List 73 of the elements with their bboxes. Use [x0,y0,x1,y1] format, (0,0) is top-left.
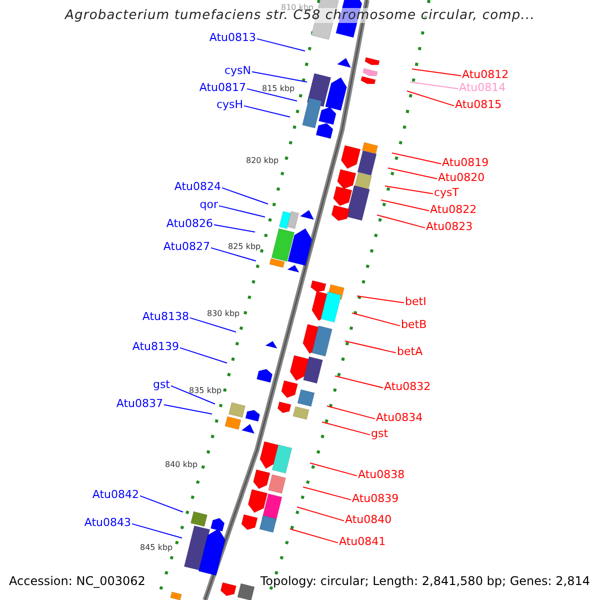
info-text: Accession: NC_003062 [9,574,146,588]
gene-label: Atu8139 [132,340,179,353]
gene-label: Atu0832 [384,380,431,393]
leader-line [252,71,308,82]
gene-label: gst [371,427,388,440]
position-label: 830 kbp [207,309,240,318]
leader-line [322,422,370,436]
gene-label: Atu0842 [92,488,139,501]
leader-line [384,186,434,194]
leader-line [326,406,376,420]
gene-label: Atu0826 [166,217,213,230]
gene-label: Atu0817 [199,81,246,94]
gene-label: Atu0815 [455,98,502,111]
gene-label: Atu0820 [438,171,485,184]
gene-label: cysH [216,98,243,111]
leader-line [190,317,236,332]
gene-label: Atu0839 [352,492,399,505]
gene-label: cysT [434,186,460,199]
gene-label: Atu0827 [163,240,210,253]
gene-label: Atu0813 [209,31,256,44]
gene-label: betA [397,345,423,358]
gene-label: Atu0822 [430,203,477,216]
leader-line [140,495,184,512]
gene-label: qor [200,198,218,211]
gene-label: cysN [224,64,251,77]
leader-line [356,296,404,304]
gene-label: gst [152,378,170,391]
gene-label: Atu0837 [116,397,163,410]
gene-label: Atu0841 [339,535,386,548]
position-label: 835 kbp [189,386,222,395]
leader-line [296,506,344,522]
leader-line [164,404,212,414]
position-label: 820 kbp [246,156,279,165]
leader-line [222,187,268,204]
position-label: 845 kbp [140,543,173,552]
gene-label: Atu0819 [442,156,489,169]
gene-label: Atu0814 [459,81,506,94]
position-label: 840 kbp [165,460,198,469]
gene-label: Atu0812 [462,68,509,81]
leader-line [256,38,306,52]
position-label: 815 kbp [262,84,295,93]
leader-line [388,168,438,180]
gene-label: Atu0840 [345,513,392,526]
leader-line [170,385,216,404]
leader-line [290,528,338,544]
leader-line [344,340,396,354]
leader-line [334,376,384,388]
gene-label: betI [405,295,426,308]
leader-line [302,486,352,500]
leader-line [380,200,430,212]
leader-line [310,462,358,476]
leader-line [218,205,266,218]
gene-label: Atu0843 [84,516,131,529]
leader-line [210,247,256,262]
gene-label: Atu0823 [426,220,473,233]
gene-label: Atu0838 [358,468,405,481]
gene-label: Atu0824 [174,180,221,193]
gene-label: Atu8138 [142,310,189,323]
leader-line [352,312,400,326]
leader-line [406,90,454,106]
gene-label: betB [401,318,427,331]
info-text: Topology: circular; Length: 2,841,580 bp; Genes: 2,814 [260,574,590,588]
leader-line [392,152,442,164]
position-label: 825 kbp [228,242,261,251]
leader-line [246,88,298,102]
leader-line [244,105,290,118]
leader-line [412,68,462,76]
leader-line [214,224,256,232]
leader-line [180,347,228,364]
leader-line [410,82,458,90]
gene-label: Atu0834 [376,411,423,424]
leader-line [132,523,182,538]
leader-line [376,214,426,228]
